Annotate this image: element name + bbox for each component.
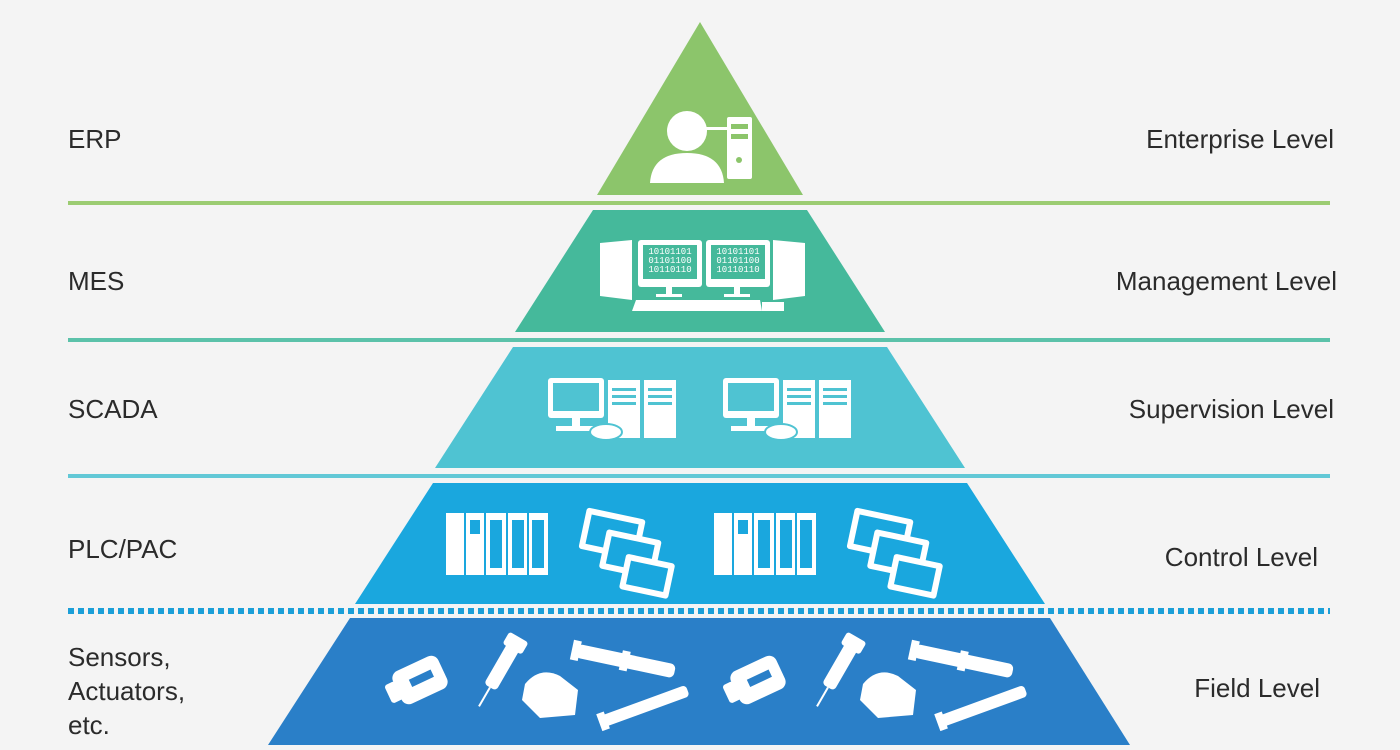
screen-binary-text: 10110110 — [648, 265, 691, 275]
level-label-enterprise: Enterprise Level — [1146, 124, 1334, 154]
level-label-control: Control Level — [1164, 542, 1318, 572]
tier-supervision — [435, 347, 965, 468]
plc-hmi-icon — [446, 507, 675, 599]
multi-monitor-workstation-icon: 10101101 01101100 10110110 10101101 0110… — [600, 240, 805, 311]
screen-binary-text: 10101101 — [648, 247, 691, 257]
screen-binary-text: 10101101 — [716, 247, 759, 257]
level-label-supervision: Supervision Level — [1128, 394, 1334, 424]
screen-binary-text: 01101100 — [648, 256, 691, 266]
system-label-scada: SCADA — [68, 394, 158, 424]
system-label-plc-pac: PLC/PAC — [68, 534, 178, 564]
separator-line — [68, 201, 1330, 205]
motor-actuator-icon — [385, 632, 689, 732]
level-label-field: Field Level — [1194, 673, 1320, 703]
separator-line — [68, 338, 1330, 342]
system-label-erp: ERP — [68, 124, 122, 154]
user-computer-icon — [650, 111, 752, 183]
screen-binary-text: 01101100 — [716, 256, 759, 266]
system-label-field-devices: Sensors, Actuators, etc. — [68, 640, 185, 742]
computer-server-icon — [548, 378, 676, 441]
computer-server-icon — [722, 377, 852, 441]
system-label-mes: MES — [68, 266, 125, 296]
system-label-line: Actuators, — [68, 676, 186, 706]
system-label-line: etc. — [68, 710, 110, 740]
system-label-line: Sensors, — [68, 642, 171, 672]
separator-line — [68, 474, 1330, 478]
level-label-management: Management Level — [1115, 266, 1337, 296]
screen-binary-text: 10110110 — [716, 265, 759, 275]
